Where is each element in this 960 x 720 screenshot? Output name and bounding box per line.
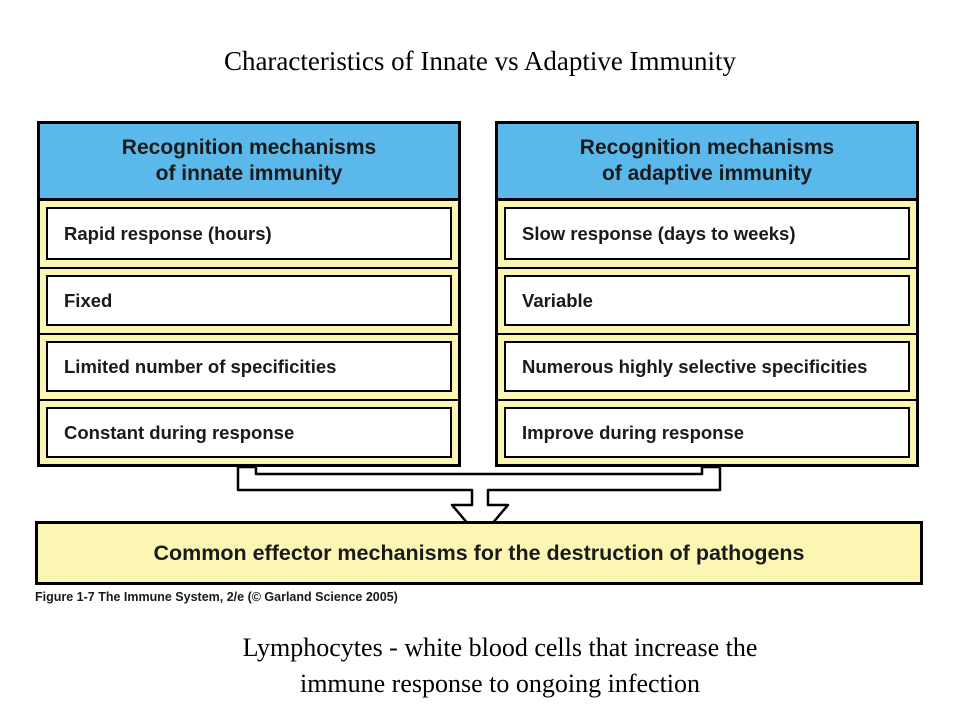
innate-immunity-panel: Recognition mechanisms of innate immunit…	[37, 121, 461, 467]
innate-heading-box: Recognition mechanisms of innate immunit…	[40, 124, 458, 201]
adaptive-item-response-speed: Slow response (days to weeks)	[522, 222, 796, 244]
innate-row: Rapid response (hours)	[40, 201, 458, 267]
innate-item-specificities: Limited number of specificities	[64, 355, 337, 377]
slide-title: Characteristics of Innate vs Adaptive Im…	[223, 46, 737, 76]
footer-line-1: Lymphocytes - white blood cells that inc…	[242, 633, 758, 662]
adaptive-row: Numerous highly selective specificities	[498, 333, 916, 399]
adaptive-item-specificities: Numerous highly selective specificities	[522, 355, 868, 377]
innate-item-variability: Fixed	[64, 289, 113, 311]
effector-label: Common effector mechanisms for the destr…	[153, 540, 805, 565]
adaptive-immunity-panel: Recognition mechanisms of adaptive immun…	[495, 121, 919, 467]
adaptive-row: Improve during response	[498, 399, 916, 465]
footer-text: Lymphocytes - white blood cells that inc…	[0, 630, 960, 702]
innate-heading: Recognition mechanisms of innate immunit…	[121, 136, 377, 185]
adaptive-row: Variable	[498, 267, 916, 333]
innate-row: Limited number of specificities	[40, 333, 458, 399]
adaptive-heading: Recognition mechanisms of adaptive immun…	[579, 136, 835, 185]
effector-mechanisms-box: Common effector mechanisms for the destr…	[35, 521, 923, 585]
figure-caption: Figure 1-7 The Immune System, 2/e (© Gar…	[35, 590, 398, 604]
footer-line-2: immune response to ongoing infection	[299, 669, 701, 698]
innate-item-during-response: Constant during response	[64, 421, 295, 443]
innate-row: Fixed	[40, 267, 458, 333]
adaptive-item-during-response: Improve during response	[522, 421, 745, 443]
innate-item-response-speed: Rapid response (hours)	[64, 222, 272, 244]
innate-row: Constant during response	[40, 399, 458, 465]
adaptive-item-variability: Variable	[522, 289, 593, 311]
adaptive-heading-box: Recognition mechanisms of adaptive immun…	[498, 124, 916, 201]
adaptive-row: Slow response (days to weeks)	[498, 201, 916, 267]
merge-arrow-shape	[236, 465, 722, 540]
